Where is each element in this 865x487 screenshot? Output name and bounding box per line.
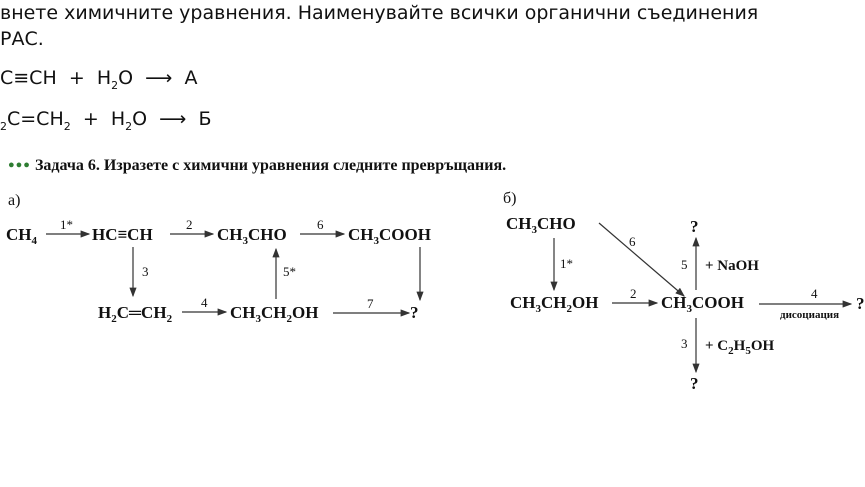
- arrow-b5-label: 5: [681, 257, 688, 272]
- reaction-1-lhs: С≡CH + H: [0, 67, 112, 89]
- reaction-1-sub: 2: [111, 78, 119, 92]
- arrow-a6-label: 6: [317, 217, 324, 232]
- reaction-2-end: O ⟶ Б: [132, 108, 212, 130]
- arrow-b3-label: 3: [681, 336, 688, 351]
- a-ch3cooh: CH3COOH: [348, 225, 431, 247]
- reaction-2-mid: C=CH: [7, 108, 64, 130]
- reaction-2-rest: + H: [70, 108, 126, 130]
- b-unknown-top: ?: [690, 217, 699, 236]
- arrow-a7-label: 7: [367, 296, 374, 311]
- a-unknown: ?: [410, 303, 419, 322]
- reaction-1-rhs: O ⟶ A: [118, 67, 198, 89]
- a-ethylene: H2C═CH2: [98, 303, 173, 325]
- a-ethanol: CH3CH2OH: [230, 303, 318, 325]
- arrow-b2-label: 2: [630, 286, 637, 301]
- a-hcch: HC≡CH: [92, 225, 153, 244]
- arrow-a4-label: 4: [201, 295, 208, 310]
- arrow-a5-label: 5*: [283, 264, 296, 279]
- header-line-1: внете химичните уравнения. Наименувайте …: [0, 2, 759, 24]
- task-heading: ●●● Задача 6. Изразете с химични уравнен…: [8, 157, 506, 175]
- b-ethanol: CH3CH2OH: [510, 293, 598, 315]
- reaction-2: 2C=CH2 + H2O ⟶ Б: [0, 108, 212, 133]
- arrow-a2-label: 2: [186, 217, 193, 232]
- arrow-b1-label: 1*: [560, 256, 573, 271]
- b-ethanol-reagent: + C2H5OH: [705, 338, 774, 357]
- a-ch3cho: CH3CHO: [217, 225, 287, 247]
- header-line-2: РАС.: [0, 28, 44, 50]
- part-a-label: а): [8, 192, 20, 209]
- a-ch4: CH4: [6, 225, 38, 247]
- b-dissociation: дисоциация: [780, 309, 839, 321]
- reaction-1: С≡CH + H2O ⟶ A: [0, 67, 197, 92]
- b-unknown-right: ?: [856, 294, 865, 313]
- reaction-2-sub1: 2: [0, 119, 7, 133]
- part-b-label: б): [503, 190, 516, 207]
- arrow-b6-label: 6: [629, 234, 636, 249]
- task-title: Задача 6. Изразете с химични уравнения с…: [34, 157, 507, 174]
- reaction-2-sub3: 2: [125, 119, 133, 133]
- arrow-a1-label: 1*: [60, 217, 73, 232]
- b-ch3cho: CH3CHO: [506, 214, 576, 236]
- reaction-2-sub2: 2: [63, 119, 71, 133]
- b-unknown-bottom: ?: [690, 374, 699, 393]
- b-naoh: + NaOH: [705, 258, 759, 274]
- task-dots: ●●●: [8, 159, 31, 171]
- arrow-b4-label: 4: [811, 286, 818, 301]
- b-acetic-acid: CH3COOH: [661, 293, 744, 315]
- arrow-b6: [598, 222, 685, 297]
- arrow-a3-label: 3: [142, 264, 149, 279]
